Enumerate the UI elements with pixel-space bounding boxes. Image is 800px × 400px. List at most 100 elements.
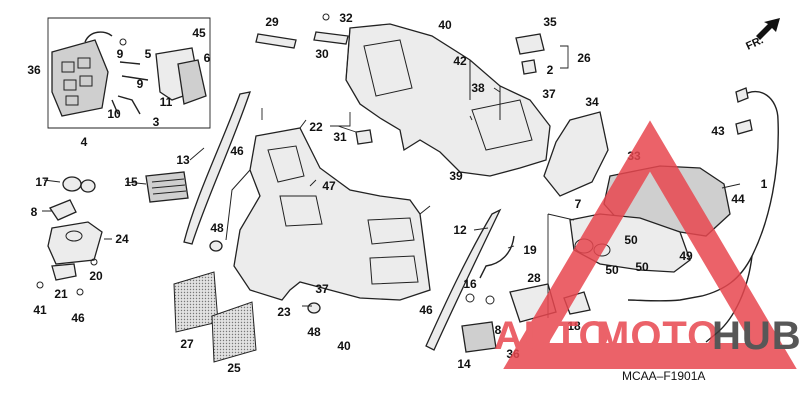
callout-13: 13 (176, 153, 190, 167)
callout-9: 9 (117, 47, 124, 61)
screw-part (90, 258, 98, 266)
switch-button-outline (79, 75, 93, 87)
callout-42: 42 (453, 54, 467, 68)
callout-37-b: 37 (315, 282, 329, 296)
callout-40: 40 (438, 18, 452, 32)
callout-3: 3 (153, 115, 160, 129)
callout-20: 20 (89, 269, 103, 283)
callout-2: 2 (547, 63, 554, 77)
leader-line (42, 87, 741, 307)
clip-part-2 (521, 59, 537, 75)
trim-strip-13 (183, 91, 251, 245)
callout-10: 10 (107, 107, 121, 121)
trim-piece-29 (255, 33, 297, 49)
lock-assembly-group (36, 176, 103, 296)
callout-46: 46 (230, 144, 244, 158)
vent-slats (151, 178, 187, 195)
callout-32: 32 (339, 11, 353, 25)
callout-6: 6 (204, 51, 211, 65)
lock-key-part (80, 179, 96, 193)
clip-part (515, 33, 545, 55)
key-part-16 (465, 293, 475, 303)
callout-26: 26 (577, 51, 591, 65)
callout-24: 24 (115, 232, 129, 246)
inner-panel-detail (267, 145, 419, 285)
callout-37: 37 (542, 87, 556, 101)
screw-part (76, 288, 84, 296)
switch-assembly-group (47, 17, 211, 129)
callout-28: 28 (527, 271, 541, 285)
clip-31 (355, 129, 373, 145)
watermark-triangle (503, 120, 797, 369)
callout-18: 18 (567, 319, 581, 333)
callout-11: 11 (160, 95, 173, 109)
callout-30: 30 (315, 47, 329, 61)
group-bracket-4 (47, 17, 211, 129)
switch-button-outline (61, 61, 75, 73)
callout-15: 15 (124, 175, 138, 189)
callout-23: 23 (277, 305, 291, 319)
hinge-part-21 (51, 263, 77, 281)
screw-part (119, 38, 127, 46)
screw-part (36, 281, 44, 289)
leader-line-22 (330, 112, 351, 127)
watermark-brand-left: AUTO (494, 314, 611, 358)
callout-22: 22 (309, 120, 323, 134)
meter-cover-34 (543, 111, 609, 197)
callout-5: 5 (145, 47, 152, 61)
callout-46-c: 46 (419, 303, 433, 317)
callout-39: 39 (449, 169, 463, 183)
callout-8: 8 (31, 205, 38, 219)
diagram-code: MCAA–F1901A (622, 369, 705, 383)
callout-44: 44 (731, 192, 745, 206)
callouts: 1 2 3 4 5 6 7 8 8 9 9 10 11 12 13 14 15 … (27, 11, 767, 375)
callout-29: 29 (265, 15, 279, 29)
pad-part-25 (211, 301, 257, 363)
cable-end (735, 87, 749, 103)
callout-48-b: 48 (307, 325, 321, 339)
callout-19: 19 (523, 243, 537, 257)
switch-button-outline (77, 57, 91, 69)
watermark-brand-right: HUB (712, 314, 800, 358)
callout-43: 43 (711, 124, 725, 138)
callout-38: 38 (471, 81, 485, 95)
trim-strip-12 (425, 208, 502, 351)
callout-50-b: 50 (605, 263, 619, 277)
grommet-part-48 (307, 302, 321, 314)
screw-part (322, 13, 330, 21)
watermark-brand-mid: MOTO (596, 314, 719, 358)
group-bracket-26 (560, 45, 569, 69)
callout-50: 50 (624, 233, 638, 247)
watermark-logo: AUTO MOTO HUB (494, 120, 800, 369)
callout-7: 7 (575, 197, 582, 211)
trim-piece-30 (313, 31, 349, 45)
front-direction-indicator: FR. (744, 18, 780, 53)
callout-35: 35 (543, 15, 557, 29)
front-arrow-icon (756, 18, 780, 40)
callout-4: 4 (81, 135, 88, 149)
callout-12: 12 (453, 223, 467, 237)
callout-31: 31 (333, 130, 347, 144)
callout-45: 45 (192, 26, 206, 40)
callout-17: 17 (35, 175, 49, 189)
callout-50-c: 50 (635, 260, 649, 274)
callout-49: 49 (679, 249, 693, 263)
callout-40-b: 40 (337, 339, 351, 353)
vent-part-14 (461, 321, 497, 353)
callout-47: 47 (322, 179, 336, 193)
switch-button-outline (63, 79, 77, 91)
switch-panel-part (177, 59, 207, 105)
inner-panel-23 (233, 127, 431, 301)
key-part-16 (485, 295, 495, 305)
callout-16: 16 (463, 277, 477, 291)
callout-8-b: 8 (495, 323, 502, 337)
switch-button-outline (65, 95, 79, 106)
wire-harness (111, 61, 149, 115)
cable-part-1 (627, 90, 779, 302)
wire-19 (479, 235, 515, 279)
callout-1: 1 (761, 177, 768, 191)
callout-41: 41 (33, 303, 47, 317)
callout-21: 21 (54, 287, 68, 301)
lock-cylinder-part (62, 176, 82, 192)
callout-25: 25 (227, 361, 241, 375)
